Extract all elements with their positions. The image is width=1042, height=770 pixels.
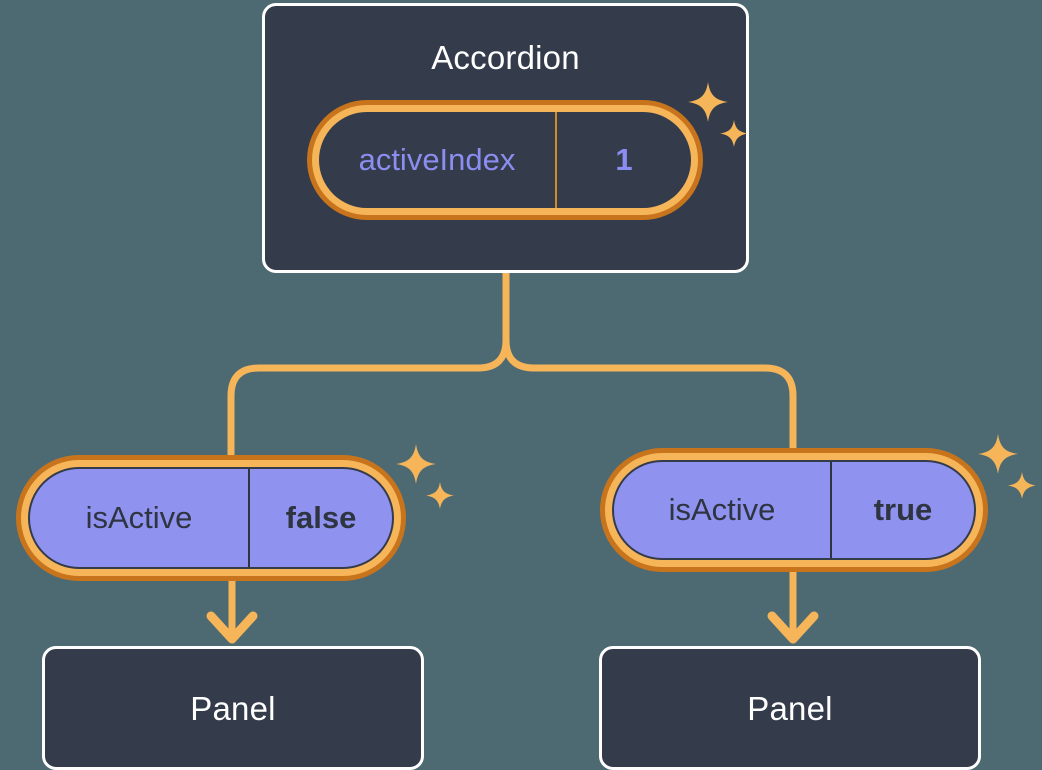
prop-pill-body-right: isActive true (612, 460, 976, 560)
prop-pill-key-left: isActive (30, 469, 250, 567)
prop-pill-body-left: isActive false (28, 467, 394, 569)
panel-component-box-right[interactable]: Panel (599, 646, 981, 770)
connector-branch-left (227, 336, 510, 459)
sparkle-icon-large (978, 434, 1018, 474)
prop-pill-value-left: false (285, 500, 357, 535)
state-pill-ring: activeIndex 1 (312, 105, 698, 215)
state-pill-value: 1 (615, 142, 633, 177)
arrow-down-icon-left (206, 611, 258, 644)
state-pill-activeindex[interactable]: activeIndex 1 (307, 100, 703, 220)
sparkle-icon-large (396, 444, 436, 484)
prop-pill-isactive-right[interactable]: isActive true (600, 448, 988, 572)
prop-pill-isactive-left[interactable]: isActive false (16, 455, 406, 581)
sparkle-icon-small (426, 482, 454, 509)
prop-pill-value-right: true (873, 492, 933, 527)
accordion-title: Accordion (431, 39, 580, 76)
sparkle-icon-small (1008, 472, 1036, 499)
sparkle-icon-right (978, 434, 1036, 499)
state-pill-key: activeIndex (319, 112, 557, 208)
prop-pill-key-right: isActive (614, 462, 832, 558)
prop-pill-ring-right: isActive true (605, 453, 983, 567)
panel-title-left: Panel (190, 690, 276, 727)
connector-branch-right (502, 336, 797, 454)
state-pill-body: activeIndex 1 (319, 112, 691, 208)
prop-pill-ring-left: isActive false (21, 460, 401, 576)
panel-title-right: Panel (747, 690, 833, 727)
panel-component-box-left[interactable]: Panel (42, 646, 424, 770)
arrow-down-icon-right (767, 611, 819, 644)
